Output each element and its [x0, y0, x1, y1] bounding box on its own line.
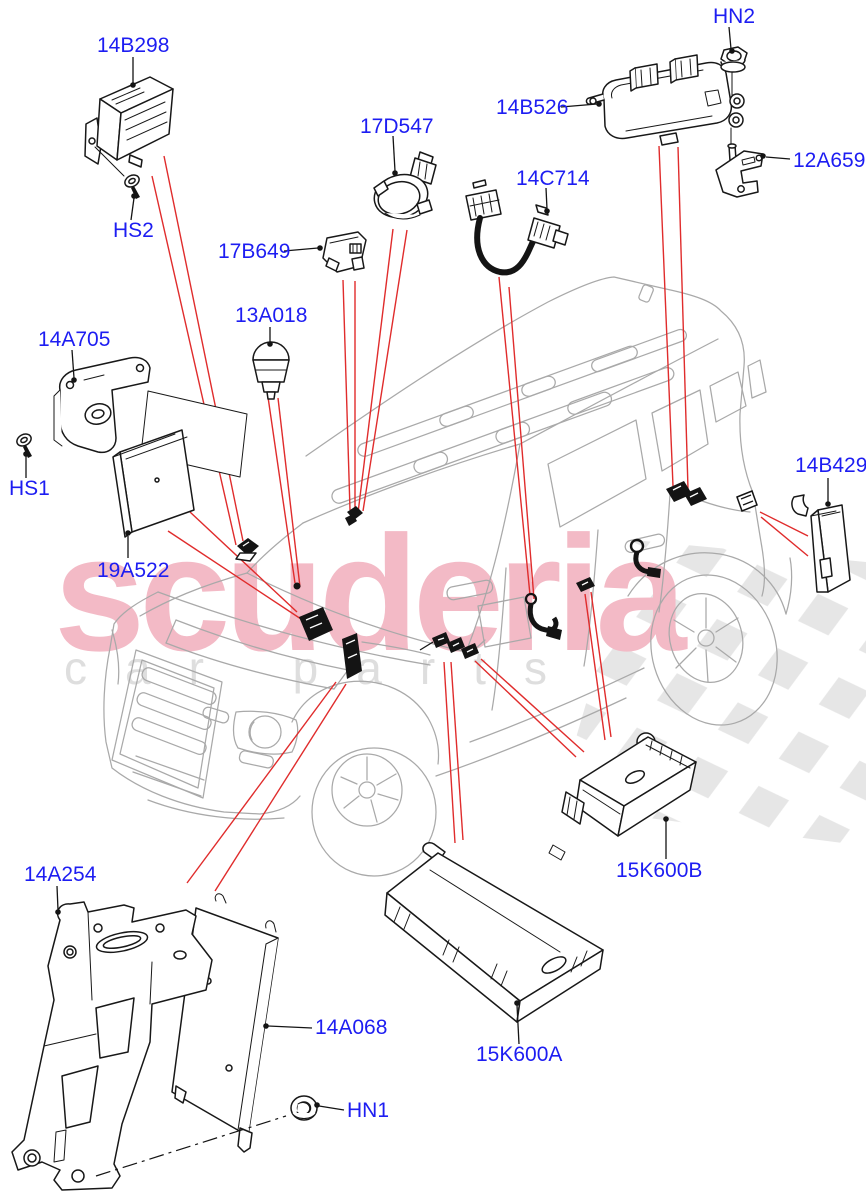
red-leader-line	[760, 516, 809, 557]
part-label-17B649[interactable]: 17B649	[218, 240, 290, 263]
part-label-HN2[interactable]: HN2	[713, 5, 755, 28]
vehicle-illustration	[103, 276, 793, 877]
part-drawing-HN2-nut	[720, 46, 748, 73]
part-drawing-14C714	[465, 179, 569, 276]
part-label-HS2[interactable]: HS2	[113, 219, 154, 242]
part-label-19A522[interactable]: 19A522	[97, 559, 169, 582]
part-drawing-14B429	[791, 494, 851, 593]
part-drawing-17D547	[373, 151, 437, 220]
red-leader-line	[584, 593, 606, 741]
red-leader-line	[151, 175, 237, 546]
assembly-centerline	[95, 1115, 287, 1177]
part-drawing-19A522	[112, 390, 248, 538]
leader-HN2	[728, 26, 735, 54]
installed-cowl-module	[235, 538, 259, 562]
installed-modules	[235, 481, 758, 679]
red-leader-line	[658, 145, 674, 487]
red-leader-line	[214, 683, 347, 892]
part-label-14B298[interactable]: 14B298	[97, 34, 169, 57]
leader-14B429	[825, 478, 831, 507]
part-drawing-13A018	[252, 341, 290, 400]
red-leader-line	[759, 511, 809, 537]
leader-19A522	[125, 530, 131, 558]
leader-12A659	[760, 153, 791, 160]
red-leader-line	[189, 511, 298, 613]
red-leader-line	[443, 661, 456, 844]
red-leader-line	[277, 397, 301, 588]
part-label-HS1[interactable]: HS1	[9, 477, 50, 500]
red-leader-line	[590, 591, 612, 738]
part-label-14C714[interactable]: 14C714	[516, 167, 590, 190]
part-drawing-HS1-screw	[16, 433, 32, 458]
part-label-15K600A[interactable]: 15K600A	[476, 1043, 562, 1066]
label-leaders	[23, 26, 831, 1111]
leader-17D547	[392, 135, 398, 176]
leader-14A705	[71, 349, 77, 383]
red-leader-line	[677, 146, 689, 490]
part-label-14A254[interactable]: 14A254	[24, 863, 97, 886]
installed-door-cable	[524, 592, 562, 640]
red-leader-line	[508, 286, 535, 600]
red-leader-line	[163, 155, 244, 542]
part-label-HN1[interactable]: HN1	[347, 1099, 389, 1122]
red-leader-line	[186, 681, 337, 884]
leader-HN1	[314, 1102, 345, 1111]
part-drawing-17B649	[322, 231, 367, 273]
watermark-tagline: car parts	[64, 642, 585, 694]
installed-bpillar-module	[576, 577, 595, 592]
part-label-17D547[interactable]: 17D547	[360, 115, 434, 138]
part-drawing-15K600A	[384, 841, 604, 1023]
leader-HS1	[23, 451, 29, 478]
installed-rear-door-cable	[629, 538, 661, 578]
red-leader-line	[474, 660, 577, 758]
part-drawing-HS2-screw	[94, 146, 140, 199]
part-label-14A068[interactable]: 14A068	[315, 1016, 387, 1039]
red-leader-line	[342, 279, 351, 511]
leader-HS2	[130, 193, 137, 221]
leader-14A068	[263, 1023, 313, 1029]
part-label-14B526[interactable]: 14B526	[496, 96, 568, 119]
leader-14B298	[130, 57, 136, 88]
part-drawing-HN1-nut	[290, 1095, 318, 1121]
leader-13A018	[267, 327, 273, 347]
red-leader-line	[450, 661, 464, 841]
installed-hood-module-b	[342, 633, 362, 679]
red-leader-line	[362, 229, 408, 512]
part-drawing-14A254	[11, 901, 213, 1191]
red-leader-line	[357, 228, 394, 514]
red-leader-line	[167, 530, 302, 620]
part-label-14A705[interactable]: 14A705	[38, 328, 110, 351]
installed-cowl-antenna-dot	[293, 582, 301, 590]
leader-14B526	[560, 101, 602, 108]
part-labels: 14B298 HN2 14B526 17D547 12A659 14C714 H…	[9, 5, 866, 1122]
leader-14A254	[55, 885, 61, 915]
installed-quarter-module-cluster	[666, 481, 707, 506]
leader-15K600B	[663, 816, 669, 859]
part-label-12A659[interactable]: 12A659	[793, 149, 865, 172]
part-drawing-15K600B	[561, 732, 697, 837]
part-label-14B429[interactable]: 14B429	[795, 454, 866, 477]
part-label-13A018[interactable]: 13A018	[235, 304, 307, 327]
part-drawing-12A659	[715, 143, 764, 198]
part-drawing-14B526	[585, 54, 745, 154]
red-leader-line	[267, 396, 296, 584]
red-leader-lines	[151, 145, 809, 892]
leader-14C714	[544, 187, 550, 214]
installed-hood-module-a	[299, 607, 333, 641]
installed-quarter-small-module	[736, 490, 758, 512]
installed-windshield-sensor	[345, 506, 363, 526]
installed-door-module-cluster	[419, 632, 479, 659]
red-leader-line	[480, 658, 585, 753]
leader-15K600A	[514, 1000, 520, 1045]
part-label-15K600B[interactable]: 15K600B	[616, 859, 702, 882]
part-drawing-14A705	[53, 356, 151, 454]
leader-17B649	[283, 245, 323, 252]
part-drawing-14B298	[84, 76, 174, 168]
red-leader-line	[498, 276, 531, 596]
